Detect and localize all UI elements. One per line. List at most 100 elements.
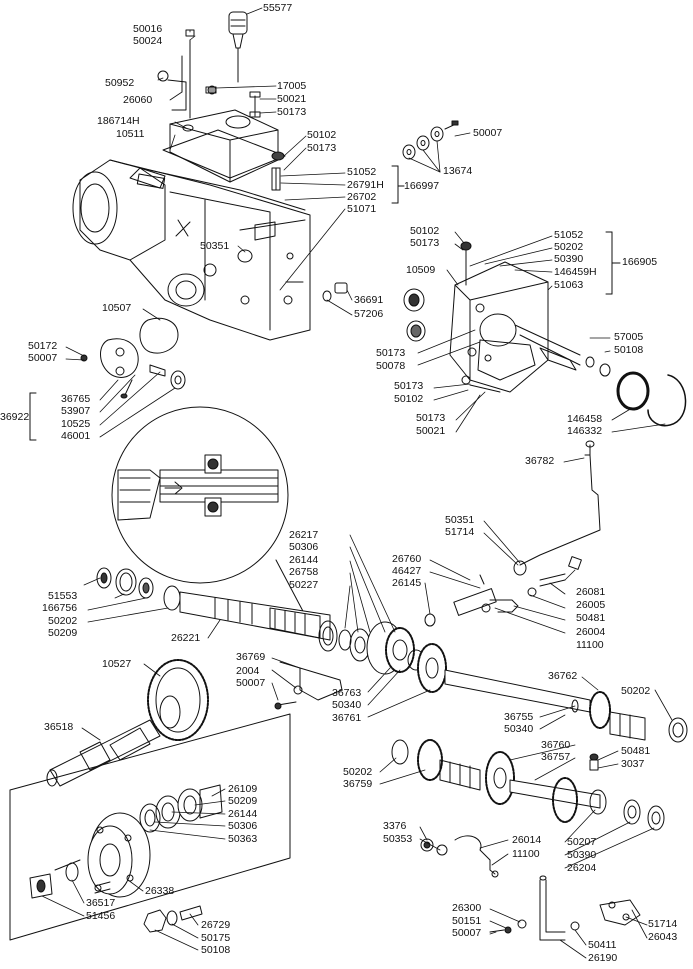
part-label: 36759 xyxy=(343,778,373,790)
part-label: 26043 xyxy=(648,931,678,943)
drain-plug-drawing xyxy=(322,282,348,302)
part-label: 11100 xyxy=(576,639,604,651)
part-label: 26702 xyxy=(347,191,377,203)
part-label: 50007 xyxy=(452,927,482,939)
part-label: 50411 xyxy=(588,939,617,951)
leader-lines xyxy=(41,7,673,959)
gearbox-housing-drawing xyxy=(72,159,311,341)
part-label: 17005 xyxy=(277,80,307,92)
part-label: 50202 xyxy=(48,615,78,627)
part-label: 51052 xyxy=(347,166,377,178)
part-label: 26109 xyxy=(228,783,258,795)
part-label: 50173 xyxy=(277,106,307,118)
shift-lever-lower-drawing xyxy=(489,875,641,941)
hub-flange-drawing xyxy=(29,812,151,899)
part-label: 50363 xyxy=(228,833,258,845)
part-label: 26190 xyxy=(588,952,618,964)
part-label: 166905 xyxy=(622,256,658,268)
part-label: 26081 xyxy=(576,586,606,598)
part-label: 50173 xyxy=(394,380,424,392)
part-label: 50007 xyxy=(28,352,58,364)
part-label: 50481 xyxy=(621,745,651,757)
part-label: 50202 xyxy=(621,685,651,697)
part-label: 50227 xyxy=(289,579,319,591)
part-label: 57005 xyxy=(614,331,644,343)
part-label: 50351 xyxy=(445,514,475,526)
part-label: 50306 xyxy=(228,820,258,832)
part-label: 50207 xyxy=(567,836,597,848)
shift-knob-drawing xyxy=(228,11,248,83)
detail-view-drawing xyxy=(111,406,306,616)
part-label: 11100 xyxy=(512,848,540,860)
part-label: 50390 xyxy=(567,849,597,861)
part-label: 51052 xyxy=(554,229,584,241)
part-label: 51714 xyxy=(648,918,678,930)
snap-rings-drawing xyxy=(616,371,687,427)
part-label: 186714H xyxy=(97,115,140,127)
part-label: 26221 xyxy=(171,632,201,644)
nuts-drawing xyxy=(143,905,203,933)
part-label: 50102 xyxy=(394,393,424,405)
part-label: 46001 xyxy=(61,430,91,442)
part-label: 10527 xyxy=(102,658,132,670)
part-label: 36760 xyxy=(541,739,571,751)
part-label: 50175 xyxy=(201,932,231,944)
input-shaft-row-drawing xyxy=(96,567,371,662)
gear-cluster-drawing xyxy=(366,621,688,743)
part-label: 3376 xyxy=(383,820,407,832)
part-label: 26758 xyxy=(289,566,319,578)
part-label: 36517 xyxy=(86,897,116,909)
part-label: 50202 xyxy=(343,766,373,778)
part-label: 46427 xyxy=(392,565,422,577)
part-label: 36763 xyxy=(332,687,362,699)
part-label: 50016 xyxy=(133,23,163,35)
part-label: 36757 xyxy=(541,751,571,763)
part-label: 51063 xyxy=(554,279,584,291)
part-label: 55577 xyxy=(263,2,293,14)
part-label: 50306 xyxy=(289,541,319,553)
part-label: 53907 xyxy=(61,405,91,417)
part-label: 51071 xyxy=(347,203,377,215)
part-label: 36691 xyxy=(354,294,384,306)
pinion-gear-drawing xyxy=(46,659,209,787)
part-label: 26338 xyxy=(145,885,175,897)
part-label: 50173 xyxy=(416,412,446,424)
studs-drawing xyxy=(271,151,285,191)
part-label: 50172 xyxy=(28,340,58,352)
part-label: 50209 xyxy=(228,795,258,807)
pto-brackets-drawing xyxy=(391,165,621,295)
breather-washers-drawing xyxy=(402,120,459,160)
part-label: 50108 xyxy=(201,944,231,956)
side-cover-drawing xyxy=(29,317,186,441)
part-label: 26145 xyxy=(392,577,422,589)
part-label: 50353 xyxy=(383,833,413,845)
part-label: 50078 xyxy=(376,360,406,372)
part-label: 57206 xyxy=(354,308,384,320)
pto-cover-drawing xyxy=(403,241,611,393)
part-label: 3037 xyxy=(621,758,645,770)
part-label: 36762 xyxy=(548,670,578,682)
part-label: 146332 xyxy=(567,425,603,437)
part-label: 36769 xyxy=(236,651,266,663)
part-label: 26300 xyxy=(452,902,482,914)
part-label: 50102 xyxy=(410,225,440,237)
part-label: 146459H xyxy=(554,266,597,278)
part-label: 26144 xyxy=(289,554,319,566)
part-label: 26760 xyxy=(392,553,422,565)
part-label: 50340 xyxy=(504,723,534,735)
part-label: 51714 xyxy=(445,526,475,538)
part-label: 36518 xyxy=(44,721,74,733)
part-label: 36761 xyxy=(332,712,362,724)
part-label: 50351 xyxy=(200,240,230,252)
part-label: 50340 xyxy=(332,699,362,711)
part-label: 26791H xyxy=(347,179,384,191)
part-label: 50390 xyxy=(554,253,584,265)
part-label: 2004 xyxy=(236,665,260,677)
part-label: 146458 xyxy=(567,413,603,425)
part-label: 50024 xyxy=(133,35,163,47)
selector-bracket-drawing xyxy=(420,835,499,878)
part-label: 51456 xyxy=(86,910,116,922)
part-label: 51553 xyxy=(48,590,78,602)
